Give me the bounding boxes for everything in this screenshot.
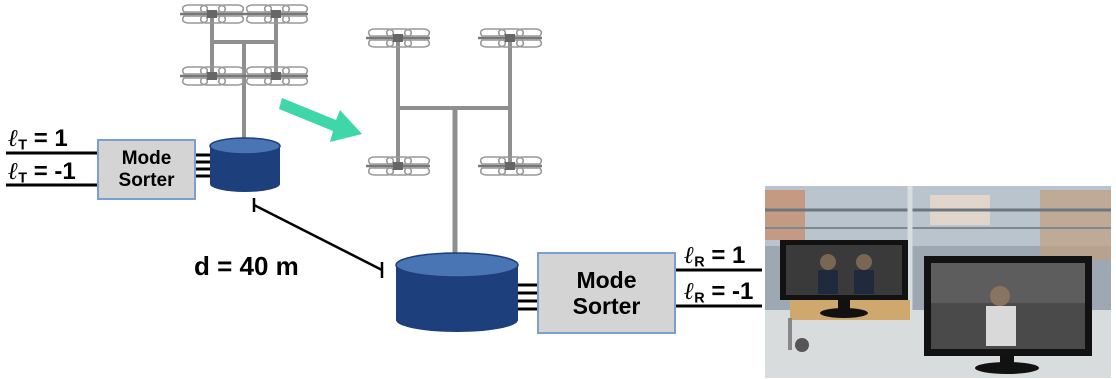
rx-mode-label-1: ℓR = 1 — [684, 240, 746, 271]
tx-sorter-line2: Sorter — [118, 169, 175, 191]
tx-connector-lines — [196, 153, 210, 178]
rx-mode-label-2: ℓR = -1 — [684, 276, 754, 307]
monitor-left — [780, 240, 908, 318]
rx-mode-sorter: Mode Sorter — [537, 252, 676, 334]
tx-sorter-line1: Mode — [121, 147, 172, 169]
green-arrow — [279, 98, 362, 142]
tx-drum — [209, 137, 281, 192]
tx-mode-lines — [6, 151, 97, 187]
tx-mode-label-1: ℓT = 1 — [8, 123, 68, 154]
distance-label: d = 40 m — [194, 251, 299, 281]
distance-dimension-line — [252, 198, 384, 278]
tx-antenna-array — [178, 3, 310, 144]
monitors-photo — [765, 186, 1111, 378]
rx-sorter-line1: Mode — [576, 266, 637, 293]
tx-mode-sorter: Mode Sorter — [97, 139, 196, 200]
rx-antenna-array — [364, 27, 544, 262]
rx-mode-lines — [676, 268, 762, 308]
rx-sorter-line2: Sorter — [572, 293, 641, 319]
monitor-right — [924, 256, 1092, 374]
rx-connector-lines — [518, 283, 538, 311]
rx-drum — [395, 252, 519, 332]
tx-mode-label-2: ℓT = -1 — [8, 156, 76, 187]
